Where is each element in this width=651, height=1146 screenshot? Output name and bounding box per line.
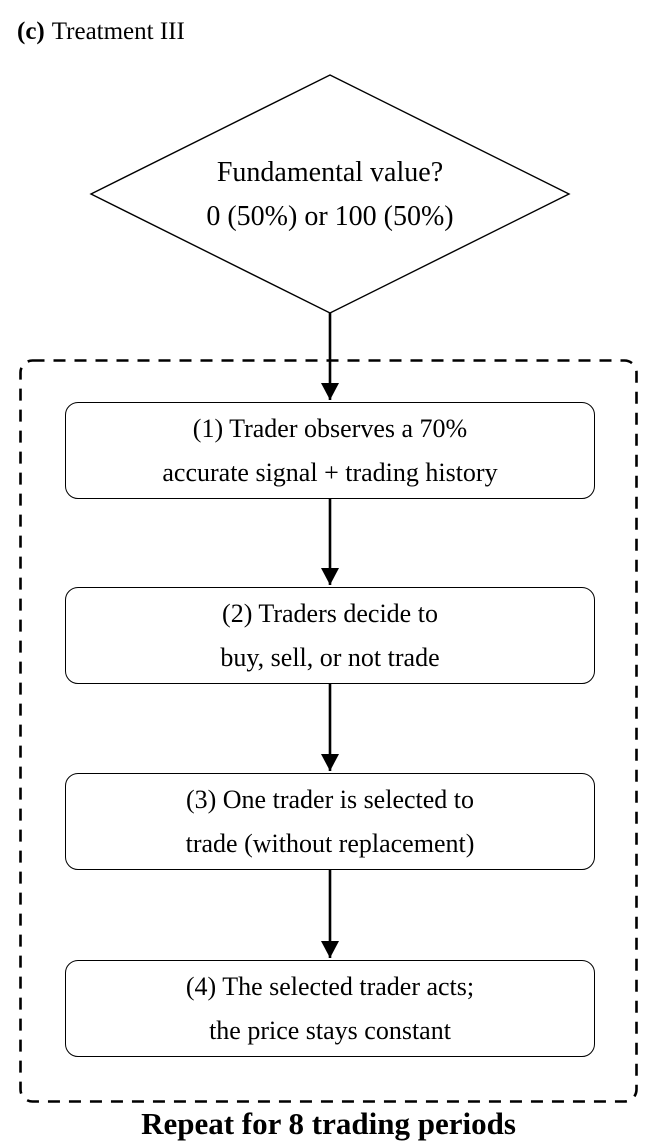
loop-dashed-border [19,359,638,1103]
step-box-3-line1: (3) One trader is selected to [185,784,475,814]
figure-caption: (c)Treatment III [17,18,185,46]
step-box-3-line2: trade (without replacement) [185,828,475,858]
step-box-4-line1: (4) The selected trader acts; [185,971,475,1001]
decision-diamond-label: Fundamental value? 0 (50%) or 100 (50%) [90,151,570,239]
step-box-4-line2: the price stays constant [209,1015,451,1045]
repeat-label: Repeat for 8 trading periods [141,1106,516,1141]
step-box-3: (3) One trader is selected to trade (wit… [65,773,595,870]
step-box-1-line2: accurate signal + trading history [162,457,498,487]
decision-diamond-label-line1: Fundamental value? [216,157,444,188]
figure-caption-index: (c) [17,18,45,45]
step-box-1: (1) Trader observes a 70% accurate signa… [65,402,595,499]
figure-caption-text: Treatment III [51,18,185,45]
decision-diamond-label-line2: 0 (50%) or 100 (50%) [206,201,454,232]
step-box-2-line2: buy, sell, or not trade [220,642,440,672]
step-box-1-line1: (1) Trader observes a 70% [192,413,468,443]
step-box-2-line1: (2) Traders decide to [222,598,438,628]
step-box-2: (2) Traders decide to buy, sell, or not … [65,587,595,684]
step-box-4: (4) The selected trader acts; the price … [65,960,595,1057]
